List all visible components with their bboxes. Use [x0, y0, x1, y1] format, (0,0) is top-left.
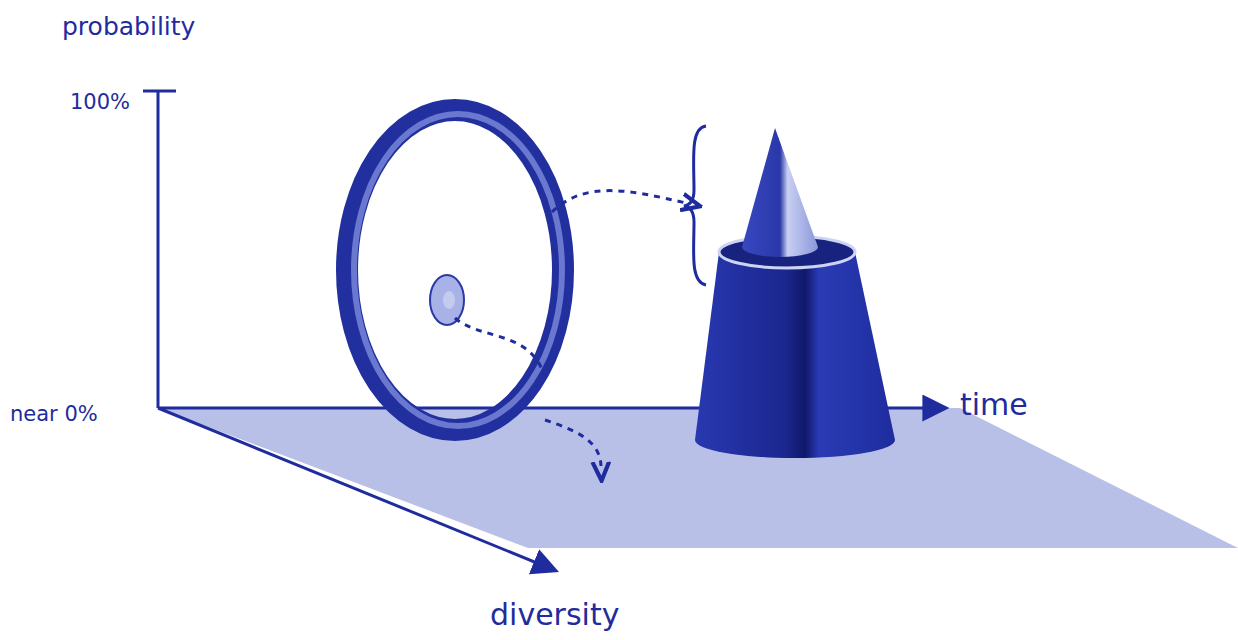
axis-value: 100% [70, 92, 130, 113]
leader-line [455, 318, 544, 375]
leader-line [545, 420, 601, 466]
ring-highlight [354, 114, 562, 426]
spike-cone [742, 128, 818, 257]
probability-axis [157, 90, 160, 408]
disc-highlight [443, 291, 455, 309]
bracket [684, 126, 706, 285]
center-disc [430, 275, 464, 325]
axis-title: time [960, 390, 1028, 420]
axis-tick [143, 90, 176, 93]
pedestal [695, 252, 895, 458]
leader-line [552, 191, 686, 212]
ring [347, 110, 563, 430]
axis-value: near 0% [10, 404, 98, 425]
diversity-axis [158, 408, 554, 570]
axis-title: diversity [490, 600, 619, 630]
axis-title: probability [62, 14, 195, 39]
